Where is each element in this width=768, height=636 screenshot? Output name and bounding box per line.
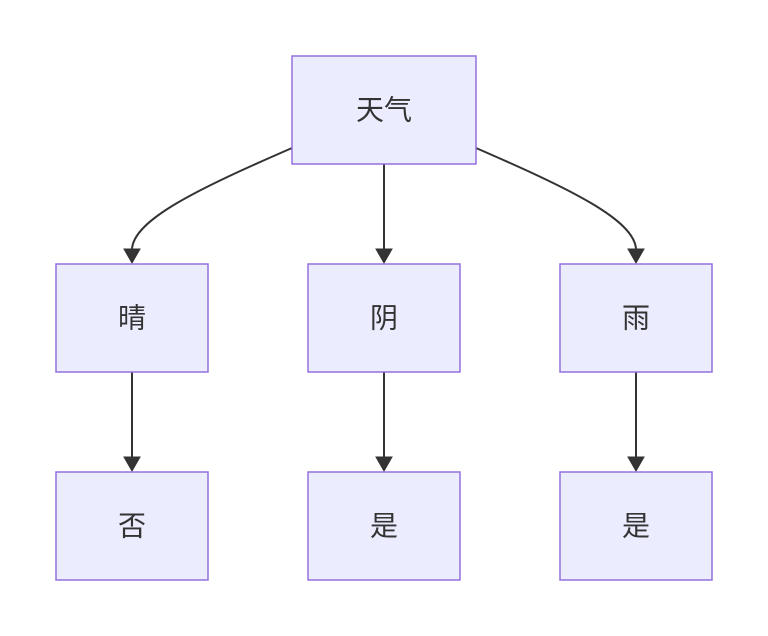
node-weather-box <box>291 55 477 165</box>
arrowhead-rainy-result <box>627 456 645 473</box>
arrowhead-rainy <box>627 248 645 265</box>
edge-weather-to-sunny <box>131 147 293 251</box>
node-cloudy-result-label: 是 <box>370 510 398 543</box>
node-cloudy: 阴 <box>307 263 461 373</box>
node-sunny-result-box <box>55 471 209 581</box>
node-weather-label: 天气 <box>356 94 412 127</box>
node-weather: 天气 <box>291 55 477 165</box>
node-cloudy-result: 是 <box>307 471 461 581</box>
node-rainy-result-box <box>559 471 713 581</box>
node-sunny-result: 否 <box>55 471 209 581</box>
node-rainy-label: 雨 <box>622 302 650 335</box>
node-rainy: 雨 <box>559 263 713 373</box>
arrowhead-sunny-result <box>123 456 141 473</box>
arrowhead-cloudy-result <box>375 456 393 473</box>
edge-weather-to-rainy <box>475 147 637 251</box>
node-sunny-box <box>55 263 209 373</box>
node-sunny-label: 晴 <box>118 302 146 335</box>
node-rainy-result: 是 <box>559 471 713 581</box>
node-cloudy-box <box>307 263 461 373</box>
node-sunny-result-label: 否 <box>118 510 146 543</box>
arrowhead-sunny <box>123 248 141 265</box>
node-rainy-result-label: 是 <box>622 510 650 543</box>
edges <box>123 147 645 473</box>
arrowhead-cloudy <box>375 248 393 265</box>
node-cloudy-result-box <box>307 471 461 581</box>
node-sunny: 晴 <box>55 263 209 373</box>
node-cloudy-label: 阴 <box>370 302 398 335</box>
node-rainy-box <box>559 263 713 373</box>
